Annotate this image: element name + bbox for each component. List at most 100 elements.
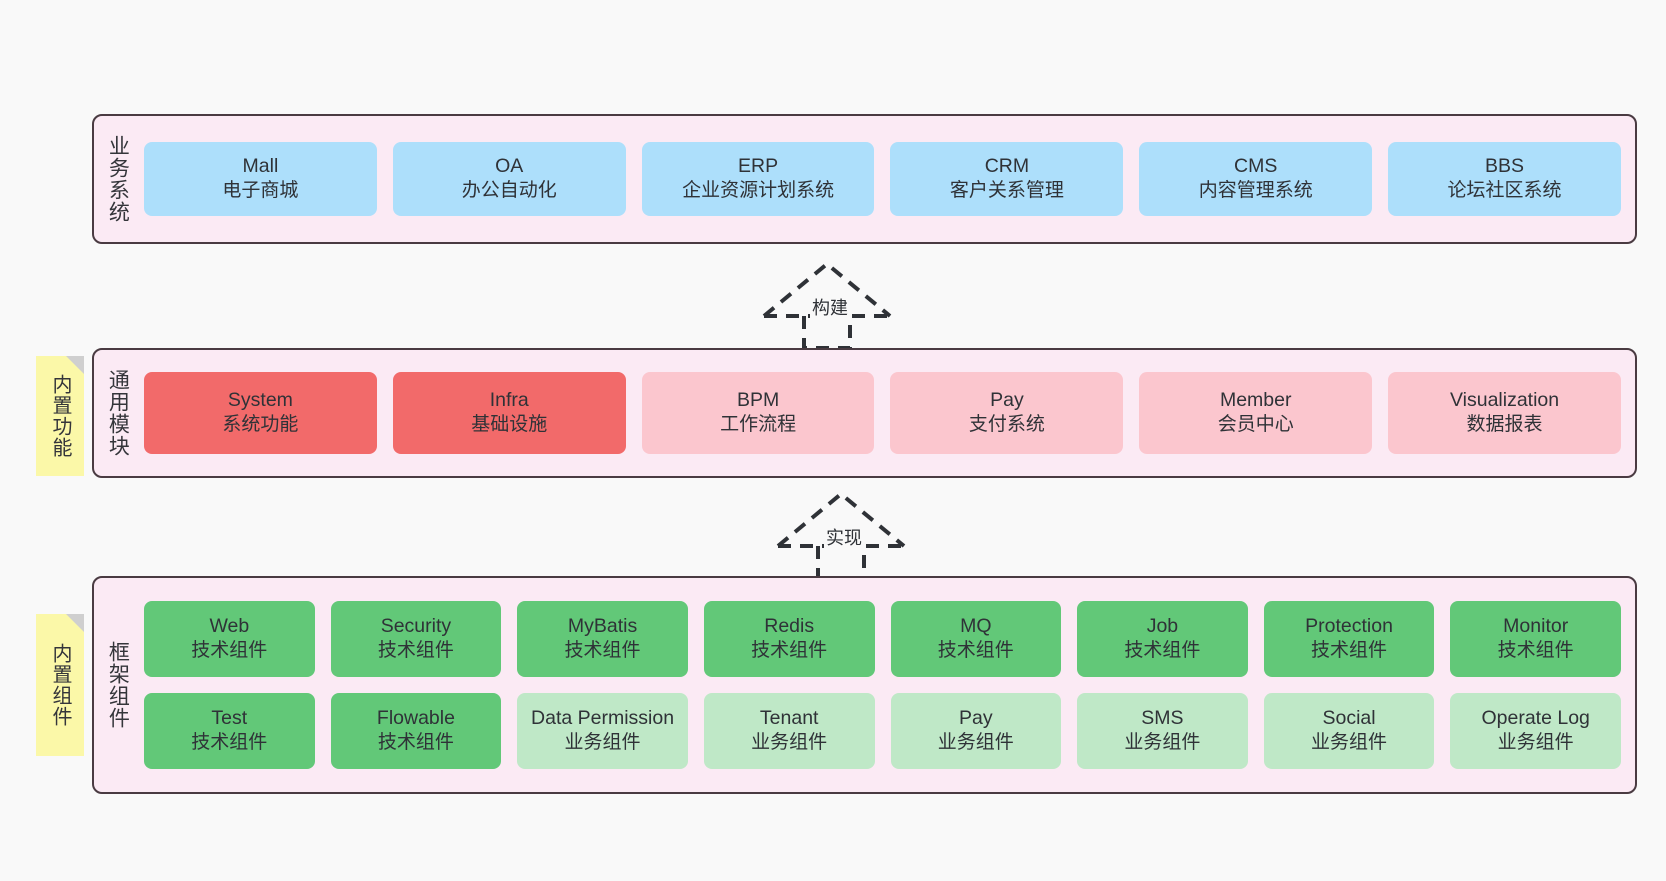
module-desc: 会员中心 bbox=[1217, 414, 1294, 436]
module-desc: 支付系统 bbox=[968, 414, 1045, 436]
module-desc: 技术组件 bbox=[564, 640, 641, 662]
module-desc: 技术组件 bbox=[377, 640, 454, 662]
module-card-mybatis[interactable]: MyBatis 技术组件 bbox=[517, 601, 688, 677]
module-desc: 数据报表 bbox=[1466, 414, 1543, 436]
module-card-system[interactable]: System 系统功能 bbox=[144, 372, 377, 454]
module-card-test[interactable]: Test 技术组件 bbox=[144, 693, 315, 769]
module-desc: 内容管理系统 bbox=[1198, 180, 1313, 202]
arrow-stem bbox=[816, 546, 866, 580]
module-card-job[interactable]: Job 技术组件 bbox=[1077, 601, 1248, 677]
layer-row: Mall 电子商城 OA 办公自动化 ERP 企业资源计划系统 CRM 客户关系… bbox=[144, 142, 1621, 216]
module-desc: 技术组件 bbox=[191, 732, 268, 754]
module-card-sms[interactable]: SMS 业务组件 bbox=[1077, 693, 1248, 769]
connector-label-build: 构建 bbox=[810, 294, 850, 320]
layer-title-common-modules: 通用模块 bbox=[106, 369, 130, 457]
module-desc: 技术组件 bbox=[937, 640, 1014, 662]
module-card-operate-log[interactable]: Operate Log 业务组件 bbox=[1450, 693, 1621, 769]
module-card-social[interactable]: Social 业务组件 bbox=[1263, 693, 1435, 769]
layer-row: System 系统功能 Infra 基础设施 BPM 工作流程 Pay 支付系统… bbox=[144, 372, 1621, 454]
connector-implement: 实现 bbox=[766, 488, 916, 580]
layer-row: Web 技术组件 Security 技术组件 MyBatis 技术组件 Redi… bbox=[144, 601, 1621, 677]
module-card-cms[interactable]: CMS 内容管理系统 bbox=[1139, 142, 1373, 216]
arrow-stem bbox=[802, 316, 852, 350]
module-card-data-permission[interactable]: Data Permission 业务组件 bbox=[517, 693, 688, 769]
module-card-redis[interactable]: Redis 技术组件 bbox=[703, 601, 875, 677]
module-desc: 企业资源计划系统 bbox=[682, 180, 835, 202]
sticky-note-label: 内置组件 bbox=[49, 643, 71, 727]
connector-label-implement: 实现 bbox=[824, 524, 864, 550]
module-name: Visualization bbox=[1449, 389, 1560, 412]
module-card-pay[interactable]: Pay 支付系统 bbox=[890, 372, 1124, 454]
module-desc: 业务组件 bbox=[1124, 732, 1201, 754]
module-desc: 业务组件 bbox=[1311, 732, 1388, 754]
module-name: CRM bbox=[984, 155, 1030, 178]
module-name: Operate Log bbox=[1481, 707, 1590, 730]
module-card-pay-component[interactable]: Pay 业务组件 bbox=[890, 693, 1062, 769]
module-card-web[interactable]: Web 技术组件 bbox=[144, 601, 315, 677]
module-card-crm[interactable]: CRM 客户关系管理 bbox=[890, 142, 1124, 216]
module-name: Monitor bbox=[1503, 615, 1569, 638]
sticky-note-builtin-features: 内置功能 bbox=[36, 356, 84, 476]
layer-title-business-systems: 业务系统 bbox=[106, 135, 130, 223]
module-name: ERP bbox=[738, 155, 779, 178]
module-name: Pay bbox=[959, 707, 993, 730]
module-name: BPM bbox=[736, 389, 780, 412]
module-name: OA bbox=[495, 155, 524, 178]
module-card-tenant[interactable]: Tenant 业务组件 bbox=[703, 693, 875, 769]
layer-row: Test 技术组件 Flowable 技术组件 Data Permission … bbox=[144, 693, 1621, 769]
module-desc: 办公自动化 bbox=[461, 180, 557, 202]
module-name: BBS bbox=[1485, 155, 1525, 178]
module-card-mall[interactable]: Mall 电子商城 bbox=[144, 142, 377, 216]
module-name: Security bbox=[380, 615, 452, 638]
layer-body-common-modules: System 系统功能 Infra 基础设施 BPM 工作流程 Pay 支付系统… bbox=[140, 350, 1635, 476]
module-desc: 技术组件 bbox=[191, 640, 268, 662]
module-name: Infra bbox=[489, 389, 529, 412]
module-card-protection[interactable]: Protection 技术组件 bbox=[1263, 601, 1435, 677]
layer-business-systems: 业务系统 Mall 电子商城 OA 办公自动化 ERP 企业资源计划系统 CRM… bbox=[92, 114, 1637, 244]
module-card-erp[interactable]: ERP 企业资源计划系统 bbox=[641, 142, 875, 216]
layer-framework-components: 框架组件 Web 技术组件 Security 技术组件 MyBatis 技术组件… bbox=[92, 576, 1637, 794]
layer-title-framework-components: 框架组件 bbox=[106, 641, 130, 729]
module-desc: 客户关系管理 bbox=[949, 180, 1064, 202]
module-name: Test bbox=[211, 707, 248, 730]
arrowhead-dashed-triangle bbox=[762, 261, 892, 318]
folded-corner-icon bbox=[66, 614, 84, 632]
module-name: Data Permission bbox=[531, 707, 675, 730]
module-desc: 工作流程 bbox=[720, 414, 797, 436]
arrowhead-dashed-triangle bbox=[776, 491, 906, 548]
module-name: SMS bbox=[1141, 707, 1184, 730]
layer-body-framework-components: Web 技术组件 Security 技术组件 MyBatis 技术组件 Redi… bbox=[140, 578, 1635, 792]
module-desc: 系统功能 bbox=[222, 414, 299, 436]
module-card-member[interactable]: Member 会员中心 bbox=[1139, 372, 1373, 454]
module-desc: 技术组件 bbox=[1124, 640, 1201, 662]
module-card-bpm[interactable]: BPM 工作流程 bbox=[641, 372, 875, 454]
module-name: Redis bbox=[764, 615, 815, 638]
module-desc: 业务组件 bbox=[564, 732, 641, 754]
module-name: Pay bbox=[990, 389, 1024, 412]
folded-corner-icon bbox=[66, 356, 84, 374]
module-name: Member bbox=[1219, 389, 1292, 412]
module-card-infra[interactable]: Infra 基础设施 bbox=[392, 372, 626, 454]
module-card-security[interactable]: Security 技术组件 bbox=[330, 601, 502, 677]
module-card-oa[interactable]: OA 办公自动化 bbox=[392, 142, 626, 216]
module-name: Job bbox=[1146, 615, 1179, 638]
module-desc: 业务组件 bbox=[937, 732, 1014, 754]
module-name: System bbox=[227, 389, 293, 412]
module-desc: 业务组件 bbox=[1497, 732, 1574, 754]
sticky-note-label: 内置功能 bbox=[49, 374, 71, 458]
module-card-monitor[interactable]: Monitor 技术组件 bbox=[1450, 601, 1621, 677]
module-name: Social bbox=[1322, 707, 1376, 730]
module-card-bbs[interactable]: BBS 论坛社区系统 bbox=[1388, 142, 1621, 216]
module-desc: 技术组件 bbox=[1497, 640, 1574, 662]
module-name: CMS bbox=[1234, 155, 1278, 178]
module-card-visualization[interactable]: Visualization 数据报表 bbox=[1388, 372, 1621, 454]
layer-body-business-systems: Mall 电子商城 OA 办公自动化 ERP 企业资源计划系统 CRM 客户关系… bbox=[140, 116, 1635, 242]
module-desc: 技术组件 bbox=[751, 640, 828, 662]
sticky-note-builtin-components: 内置组件 bbox=[36, 614, 84, 756]
module-desc: 论坛社区系统 bbox=[1447, 180, 1562, 202]
module-card-mq[interactable]: MQ 技术组件 bbox=[890, 601, 1062, 677]
module-card-flowable[interactable]: Flowable 技术组件 bbox=[330, 693, 502, 769]
module-name: Web bbox=[209, 615, 250, 638]
module-name: MyBatis bbox=[567, 615, 638, 638]
